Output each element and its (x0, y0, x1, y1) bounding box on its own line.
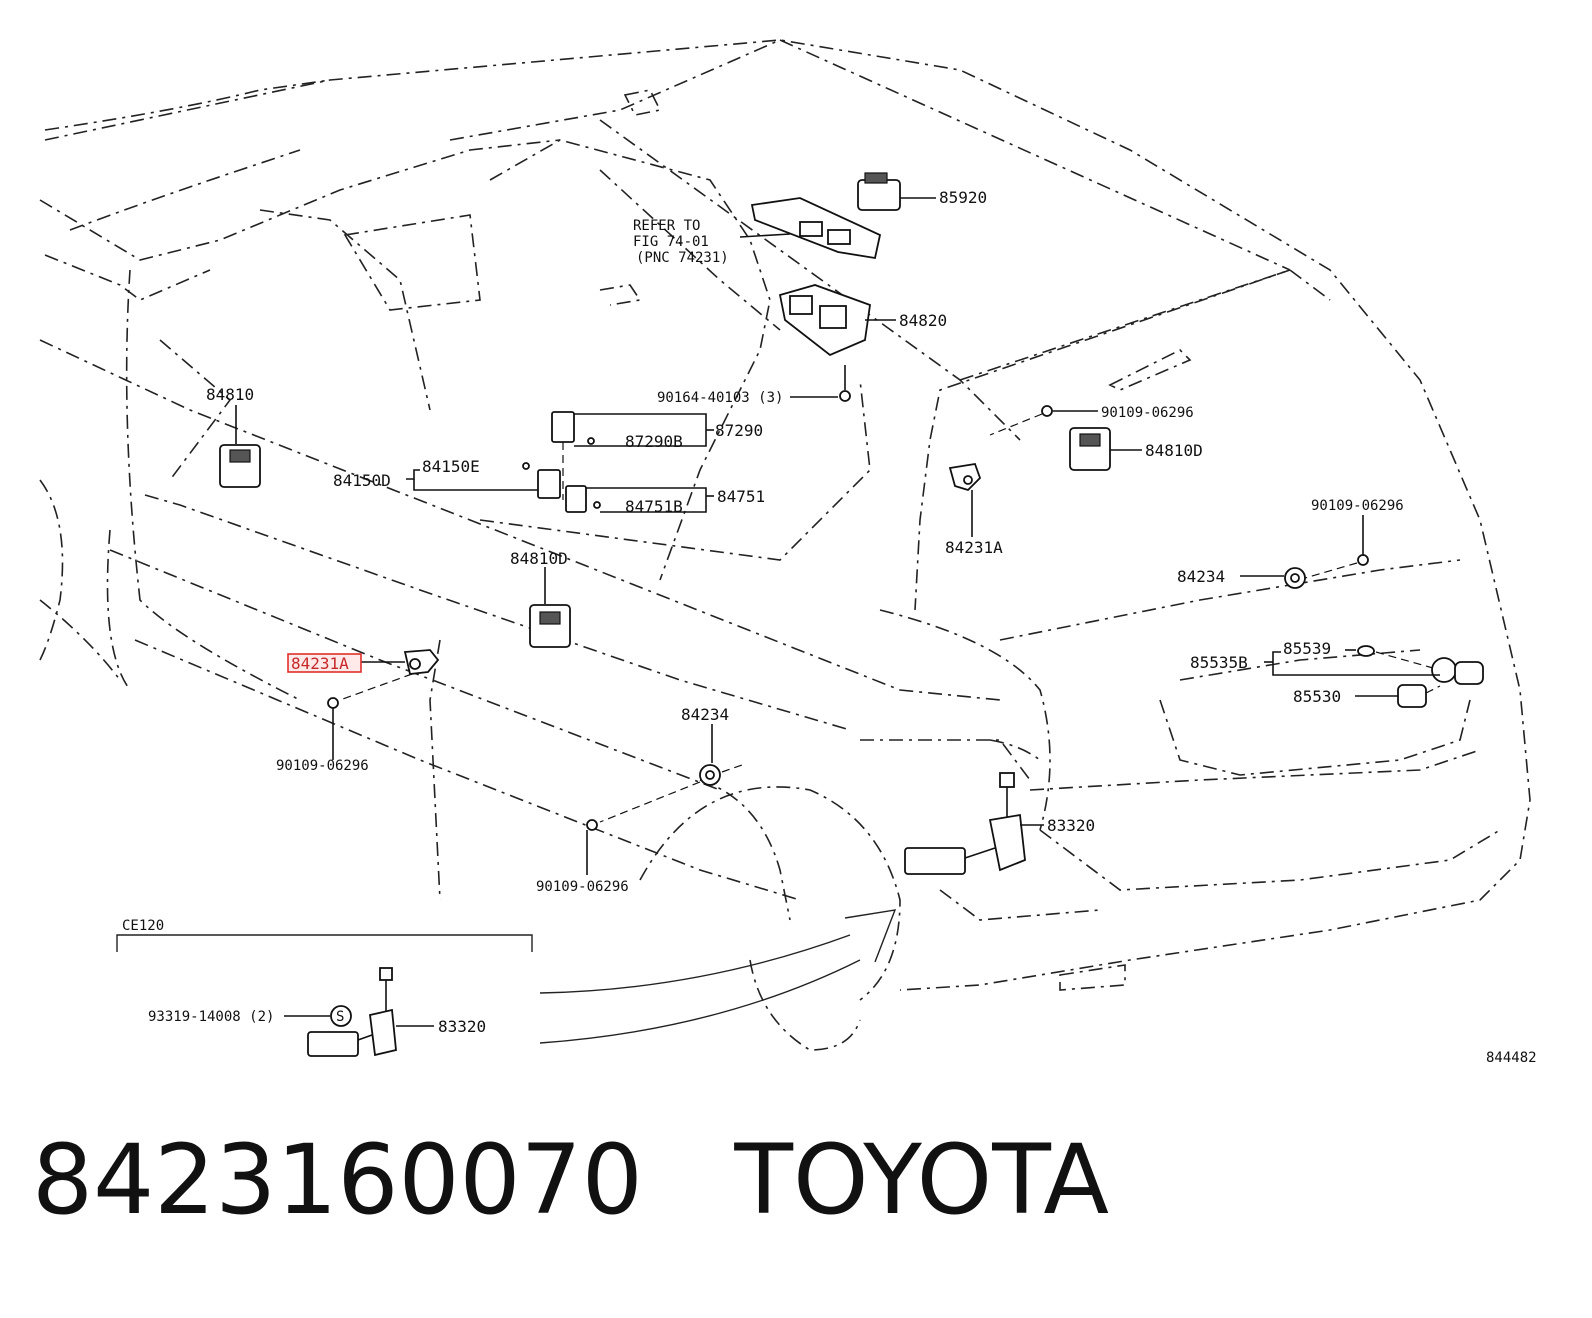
label-85530: 85530 (1293, 687, 1341, 706)
label-85920: 85920 (939, 188, 987, 207)
label-87290b: 87290B (625, 432, 683, 451)
label-84751: 84751 (717, 487, 765, 506)
part-84751[interactable] (565, 485, 714, 513)
svg-text:REFER TO: REFER TO (633, 218, 700, 234)
part-90109-screw-a[interactable] (327, 697, 339, 760)
label-84150e: 84150E (422, 457, 480, 476)
part-84234-right[interactable] (1240, 567, 1306, 589)
part-84150[interactable] (406, 462, 561, 499)
label-85539: 85539 (1283, 639, 1331, 658)
label-87290: 87290 (715, 421, 763, 440)
vehicle-outline (39, 39, 1531, 1051)
label-90109-d: 90109-06296 (1311, 498, 1404, 514)
label-84231a-highlight: 84231A (291, 654, 349, 673)
part-85535-group[interactable] (1264, 645, 1484, 708)
part-number: 8423160070 (32, 1124, 643, 1236)
part-83320-main[interactable] (904, 772, 1044, 875)
svg-text:S: S (336, 1009, 344, 1025)
svg-text:FIG 74-01: FIG 74-01 (633, 234, 709, 250)
label-90109-c: 90109-06296 (1101, 405, 1194, 421)
footer-title: 8423160070 TOYOTA (32, 1132, 1109, 1228)
label-83320-main: 83320 (1047, 816, 1095, 835)
part-84810d-mid[interactable] (529, 567, 571, 648)
label-90109-b: 90109-06296 (536, 879, 629, 895)
part-84820[interactable] (778, 284, 896, 357)
part-84810[interactable] (219, 405, 261, 488)
part-90109-screw-b[interactable] (586, 819, 598, 875)
label-85535b: 85535B (1190, 653, 1248, 672)
inset-s-symbol (330, 1005, 352, 1027)
refer-note: REFER TO FIG 74-01 (PNC 74231) (633, 218, 729, 266)
door-trim-panel (739, 197, 882, 260)
label-84810d-mid: 84810D (510, 549, 568, 568)
highlight-box (287, 653, 362, 673)
part-84810d-right[interactable] (1069, 427, 1142, 471)
label-90109-a: 90109-06296 (276, 758, 369, 774)
svg-text:(PNC 74231): (PNC 74231) (636, 250, 729, 266)
part-84231a-left[interactable] (339, 649, 440, 701)
label-84810d-right: 84810D (1145, 441, 1203, 460)
label-84751b: 84751B (625, 497, 683, 516)
part-84234-mid[interactable] (599, 724, 743, 823)
part-85920[interactable] (857, 172, 936, 211)
part-90164-screw[interactable] (790, 365, 851, 402)
callout-labels: 85920 84820 84810 90164-40103 (3) 87290 … (206, 188, 1537, 1066)
label-84234-right: 84234 (1177, 567, 1225, 586)
part-90109-screw-c[interactable] (989, 405, 1098, 436)
label-84234-mid: 84234 (681, 705, 729, 724)
inset-arrow (539, 909, 897, 1044)
inset-code: CE120 (122, 918, 164, 934)
label-83320-inset: 83320 (438, 1017, 486, 1036)
label-84820: 84820 (899, 311, 947, 330)
label-84810: 84810 (206, 385, 254, 404)
part-87290[interactable] (551, 411, 714, 500)
part-84231a-right[interactable] (948, 462, 982, 537)
label-90164: 90164-40103 (3) (657, 390, 783, 406)
label-84231a-right: 84231A (945, 538, 1003, 557)
label-84150d: 84150D (333, 471, 391, 490)
inset-ce120: CE120 S 93319-14008 (2) 83320 (116, 918, 533, 1057)
brand-name: TOYOTA (734, 1124, 1110, 1236)
label-93319: 93319-14008 (2) (148, 1009, 274, 1025)
figure-number: 844482 (1486, 1050, 1537, 1066)
part-90109-screw-d[interactable] (1304, 515, 1369, 579)
